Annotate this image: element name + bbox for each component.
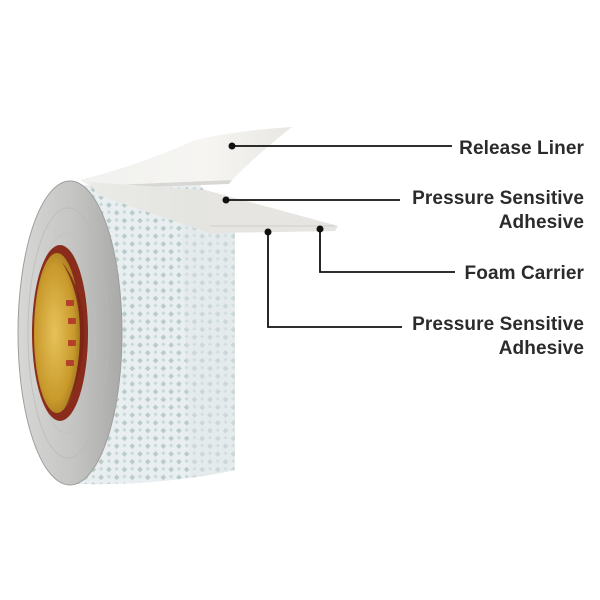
leader-line-top-adhesive [222, 196, 400, 204]
leader-line-release-liner [228, 142, 452, 150]
leader-line-bottom-adhesive [264, 228, 402, 328]
label-top-pressure-sensitive-adhesive: Pressure Sensitive Adhesive [412, 188, 584, 233]
release-liner-strip [80, 127, 292, 189]
leader-line-foam-carrier [316, 225, 455, 273]
core-red-print [66, 300, 76, 366]
label-release-liner: Release Liner [459, 138, 584, 159]
tape-core [32, 245, 88, 421]
label-bottom-pressure-sensitive-adhesive: Pressure Sensitive Adhesive [412, 314, 584, 359]
label-foam-carrier: Foam Carrier [464, 263, 584, 284]
